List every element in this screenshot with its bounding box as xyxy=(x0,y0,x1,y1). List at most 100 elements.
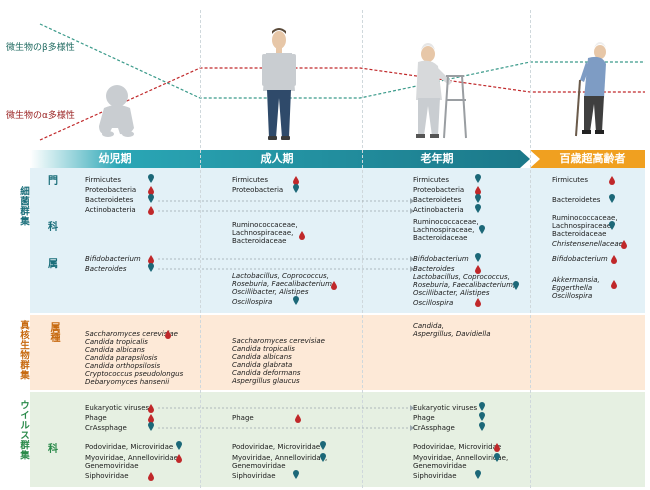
bac-family-elderly-1: Lachnospiraceae, xyxy=(413,226,475,234)
bac-genus-elderly-2: Lactobacillus, Coprococcus, xyxy=(413,273,510,281)
infant-figure-icon xyxy=(99,85,134,137)
virus-top-infant-1: Phage xyxy=(85,414,107,422)
bac-genus-elderly-1: Bacteroides xyxy=(413,265,455,273)
bac-family-elderly-2: Bacteroidaceae xyxy=(413,234,468,242)
up-drop-icon xyxy=(148,206,154,215)
virus-family-elderly-0: Podoviridae, Microviridae xyxy=(413,443,502,451)
fungi-infant-5: Cryptococcus pseudolongus xyxy=(85,370,184,378)
bac-phylum-infant-3: Actinobacteria xyxy=(85,206,136,214)
bac-phylum-adult-0: Firmicutes xyxy=(232,176,268,184)
up-drop-icon xyxy=(176,454,182,463)
virus-panel xyxy=(30,392,645,487)
up-drop-icon xyxy=(293,176,299,185)
down-drop-icon xyxy=(609,221,615,230)
up-drop-icon xyxy=(475,265,481,274)
fungi-panel xyxy=(30,315,645,390)
alpha-diversity-label: 微生物のα多様性 xyxy=(6,111,75,121)
down-drop-icon xyxy=(479,422,485,431)
bac-genus-adult-2: Oscillibacter, Alistipes xyxy=(232,288,309,296)
bac-phylum-cent-0: Firmicutes xyxy=(552,176,588,184)
level-phylum: 門 xyxy=(48,176,58,187)
bac-genus-infant-0: Bifidobacterium xyxy=(85,255,141,263)
virus-family-adult-1: Myoviridae, Annelloviridae, xyxy=(232,454,328,462)
virus-family-infant-0: Podoviridae, Microviridae xyxy=(85,443,174,451)
bac-family-adult-2: Bacteroidaceae xyxy=(232,237,287,245)
down-drop-icon xyxy=(176,441,182,450)
fungi-adult-5: Aspergillus glaucus xyxy=(232,377,300,385)
fungi-adult-2: Candida albicans xyxy=(232,353,292,361)
bac-phylum-infant-0: Firmicutes xyxy=(85,176,121,184)
fungi-infant-1: Candida tropicalis xyxy=(85,338,148,346)
divider-2 xyxy=(362,10,363,488)
up-drop-icon xyxy=(331,281,337,290)
bacteria-panel xyxy=(30,168,645,313)
up-drop-icon xyxy=(621,240,627,249)
beta-diversity-label: 微生物のβ多様性 xyxy=(6,43,75,53)
down-drop-icon xyxy=(475,470,481,479)
fungi-adult-3: Candida glabrata xyxy=(232,361,293,369)
fungi-infant-4: Candida orthopsilosis xyxy=(85,362,161,370)
down-drop-icon xyxy=(293,184,299,193)
down-drop-icon xyxy=(513,281,519,290)
down-drop-icon xyxy=(148,422,154,431)
up-drop-icon xyxy=(611,280,617,289)
down-drop-icon xyxy=(475,204,481,213)
elderly-figure-icon xyxy=(416,43,467,139)
bac-phylum-elderly-0: Firmicutes xyxy=(413,176,449,184)
virus-family-adult-3: Siphoviridae xyxy=(232,472,276,480)
bac-genus-adult-0: Lactobacillus, Coprococcus, xyxy=(232,272,329,280)
fungi-infant-3: Candida parapsilosis xyxy=(85,354,158,362)
up-drop-icon xyxy=(609,176,615,185)
level-virus-family: 科 xyxy=(48,444,58,455)
down-drop-icon xyxy=(475,253,481,262)
group-bacteria-label: 細菌群集 xyxy=(18,186,29,226)
centenarian-figure-icon xyxy=(575,42,606,137)
virus-family-infant-2: Genemoviridae xyxy=(85,462,139,470)
bac-family-cent-0: Ruminococcaceae, xyxy=(552,214,618,222)
group-virus-label: ウイルス群集 xyxy=(18,400,29,460)
bac-genus-infant-1: Bacteroides xyxy=(85,265,127,273)
bac-family-adult-1: Lachnospiraceae, xyxy=(232,229,294,237)
stage-adult: 成人期 xyxy=(260,152,294,165)
bac-phylum-cent-1: Bacteroidetes xyxy=(552,196,601,204)
level-genus-species: 属種 xyxy=(48,322,59,342)
stage-centenarian: 百歳超高齢者 xyxy=(559,152,626,165)
virus-family-elderly-2: Genemoviridae xyxy=(413,462,467,470)
divider-3 xyxy=(530,10,531,488)
down-drop-icon xyxy=(475,194,481,203)
bac-genus-elderly-3: Roseburia, Faecalibacterium, xyxy=(413,281,516,289)
up-drop-icon xyxy=(148,186,154,195)
fungi-elderly-0: Candida, xyxy=(413,322,444,330)
bac-genus-adult-1: Roseburia, Faecalibacterium, xyxy=(232,280,335,288)
stage-bar xyxy=(30,150,645,168)
up-drop-icon xyxy=(148,472,154,481)
level-genus: 属 xyxy=(48,259,58,270)
up-drop-icon xyxy=(148,404,154,413)
down-drop-icon xyxy=(479,225,485,234)
down-drop-icon xyxy=(148,263,154,272)
virus-top-elderly-2: CrAssphage xyxy=(413,424,455,432)
stage-elderly: 老年期 xyxy=(420,152,454,165)
level-family: 科 xyxy=(48,222,58,233)
alpha-diversity-line xyxy=(39,67,645,141)
up-drop-icon xyxy=(165,330,171,339)
bac-family-adult-0: Ruminococcaceae, xyxy=(232,221,298,229)
fungi-infant-6: Debaryomyces hansenii xyxy=(85,378,170,386)
up-drop-icon xyxy=(611,255,617,264)
bac-genus-elderly-5: Oscillospira xyxy=(413,299,454,307)
stage-infant: 幼児期 xyxy=(98,152,132,165)
down-drop-icon xyxy=(148,174,154,183)
divider-1 xyxy=(200,10,201,488)
virus-family-infant-3: Siphoviridae xyxy=(85,472,129,480)
fungi-adult-1: Candida tropicalis xyxy=(232,345,295,353)
fungi-adult-4: Candida deformans xyxy=(232,369,301,377)
bac-phylum-adult-1: Proteobacteria xyxy=(232,186,284,194)
bac-family-cent-2: Bacteroidaceae xyxy=(552,230,607,238)
down-drop-icon xyxy=(479,412,485,421)
bac-phylum-infant-1: Proteobacteria xyxy=(85,186,137,194)
bac-family-elderly-0: Ruminococcaceae, xyxy=(413,218,479,226)
bac-phylum-elderly-2: Bacteroidetes xyxy=(413,196,462,204)
diversity-lines xyxy=(39,23,645,141)
